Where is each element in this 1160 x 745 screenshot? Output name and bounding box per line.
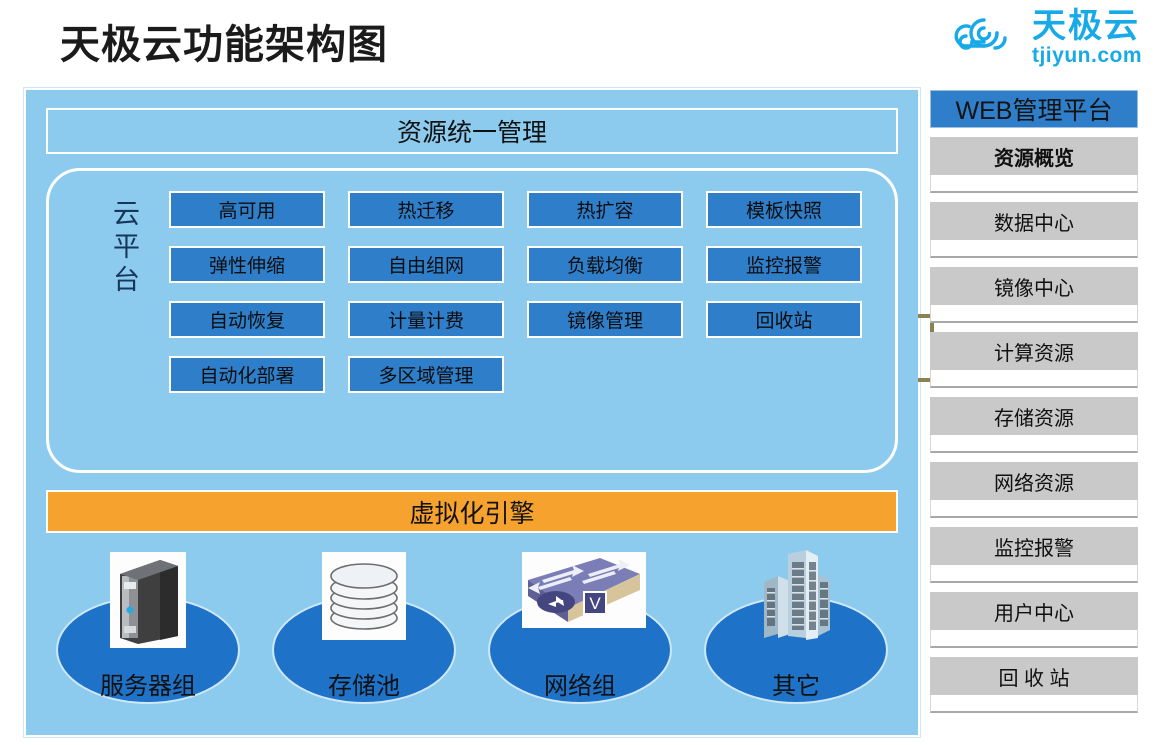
feature-box[interactable]: 负载均衡 bbox=[527, 246, 683, 283]
sidebar-item-data-center[interactable]: 数据中心 bbox=[930, 202, 1138, 258]
resource-item-storage[interactable]: 存储池 bbox=[256, 548, 472, 728]
sidebar-item-recycle-bin[interactable]: 回 收 站 bbox=[930, 657, 1138, 713]
sidebar-header-label: WEB管理平台 bbox=[955, 97, 1113, 125]
sidebar-item-shadow bbox=[930, 305, 1138, 323]
brand-logo: 天极云 tjiyun.com bbox=[946, 8, 1142, 66]
feature-box[interactable]: 监控报警 bbox=[706, 246, 862, 283]
sidebar-item-label: 计算资源 bbox=[994, 342, 1074, 365]
sidebar-item-user-center[interactable]: 用户中心 bbox=[930, 592, 1138, 648]
feature-row: 自动恢复 计量计费 镜像管理 回收站 bbox=[169, 301, 869, 338]
architecture-panel: 资源统一管理 云平台 高可用 热迁移 热扩容 模板快照 弹性伸缩 自由组网 负载… bbox=[24, 88, 920, 737]
resource-row: 服务器组 存储池 bbox=[40, 548, 906, 728]
sidebar-item-shadow bbox=[930, 175, 1138, 193]
feature-grid: 高可用 热迁移 热扩容 模板快照 弹性伸缩 自由组网 负载均衡 监控报警 自动恢… bbox=[169, 191, 869, 411]
sidebar-item-shadow bbox=[930, 435, 1138, 453]
feature-box[interactable]: 高可用 bbox=[169, 191, 325, 228]
sidebar-item-label: 回 收 站 bbox=[998, 667, 1070, 690]
sidebar-item-label: 存储资源 bbox=[994, 407, 1074, 430]
sidebar-item-resource-overview[interactable]: 资源概览 bbox=[930, 137, 1138, 193]
sidebar-header: WEB管理平台 bbox=[930, 90, 1138, 128]
sidebar-item-label: 网络资源 bbox=[994, 472, 1074, 495]
sidebar-item-shadow bbox=[930, 565, 1138, 583]
feature-box[interactable]: 热扩容 bbox=[527, 191, 683, 228]
network-switch-icon: V bbox=[522, 552, 646, 628]
sidebar-item-label: 资源概览 bbox=[994, 147, 1074, 170]
resource-label: 其它 bbox=[772, 673, 820, 700]
virtualization-engine-label: 虚拟化引擎 bbox=[409, 499, 535, 528]
disk-stack-icon bbox=[322, 552, 406, 640]
sidebar-item-shadow bbox=[930, 370, 1138, 388]
sidebar-item-compute-resource[interactable]: 计算资源 bbox=[930, 332, 1138, 388]
feature-box[interactable]: 热迁移 bbox=[348, 191, 504, 228]
resource-label: 存储池 bbox=[328, 673, 400, 700]
resource-label: 网络组 bbox=[544, 673, 616, 700]
resource-item-servers[interactable]: 服务器组 bbox=[40, 548, 256, 728]
sidebar-item-shadow bbox=[930, 630, 1138, 648]
cloud-spiral-logo-icon bbox=[954, 18, 1007, 50]
sidebar-item-monitor-alarm[interactable]: 监控报警 bbox=[930, 527, 1138, 583]
sidebar-item-shadow bbox=[930, 500, 1138, 518]
sidebar-item-label: 用户中心 bbox=[994, 602, 1074, 625]
sidebar-item-network-resource[interactable]: 网络资源 bbox=[930, 462, 1138, 518]
resource-item-network[interactable]: V 网络组 bbox=[472, 548, 688, 728]
tower-server-icon bbox=[110, 552, 186, 648]
sidebar-item-label: 监控报警 bbox=[994, 537, 1074, 560]
unified-management-bar: 资源统一管理 bbox=[46, 108, 898, 154]
sidebar-item-storage-resource[interactable]: 存储资源 bbox=[930, 397, 1138, 453]
resource-label: 服务器组 bbox=[100, 673, 196, 700]
sidebar-item-label: 镜像中心 bbox=[994, 277, 1074, 300]
feature-box[interactable]: 镜像管理 bbox=[527, 301, 683, 338]
feature-box[interactable]: 弹性伸缩 bbox=[169, 246, 325, 283]
sidebar-item-image-center[interactable]: 镜像中心 bbox=[930, 267, 1138, 323]
brand-name-cn: 天极云 bbox=[1031, 6, 1140, 45]
unified-management-label: 资源统一管理 bbox=[396, 119, 547, 147]
virtualization-engine-bar: 虚拟化引擎 bbox=[46, 490, 898, 533]
feature-box[interactable]: 多区域管理 bbox=[348, 356, 504, 393]
sidebar-item-shadow bbox=[930, 695, 1138, 713]
brand-domain: tjiyun.com bbox=[1031, 43, 1142, 67]
feature-box[interactable]: 模板快照 bbox=[706, 191, 862, 228]
svg-text:V: V bbox=[589, 594, 601, 613]
feature-box[interactable]: 自动化部署 bbox=[169, 356, 325, 393]
feature-row: 自动化部署 多区域管理 bbox=[169, 356, 869, 393]
web-management-sidebar: WEB管理平台 资源概览 数据中心 镜像中心 计算资源 存储资源 网络资源 监控… bbox=[930, 90, 1138, 713]
cloud-platform-container: 云平台 高可用 热迁移 热扩容 模板快照 弹性伸缩 自由组网 负载均衡 监控报警… bbox=[46, 168, 898, 473]
resource-item-other[interactable]: 其它 bbox=[688, 548, 904, 728]
sidebar-item-shadow bbox=[930, 240, 1138, 258]
feature-row: 高可用 热迁移 热扩容 模板快照 bbox=[169, 191, 869, 228]
page-title: 天极云功能架构图 bbox=[60, 23, 388, 67]
feature-box[interactable]: 自动恢复 bbox=[169, 301, 325, 338]
feature-box[interactable]: 回收站 bbox=[706, 301, 862, 338]
feature-box[interactable]: 计量计费 bbox=[348, 301, 504, 338]
feature-box[interactable]: 自由组网 bbox=[348, 246, 504, 283]
datacenter-buildings-icon bbox=[764, 550, 830, 640]
cloud-platform-label: 云平台 bbox=[109, 199, 139, 298]
sidebar-item-label: 数据中心 bbox=[994, 212, 1074, 235]
feature-row: 弹性伸缩 自由组网 负载均衡 监控报警 bbox=[169, 246, 869, 283]
